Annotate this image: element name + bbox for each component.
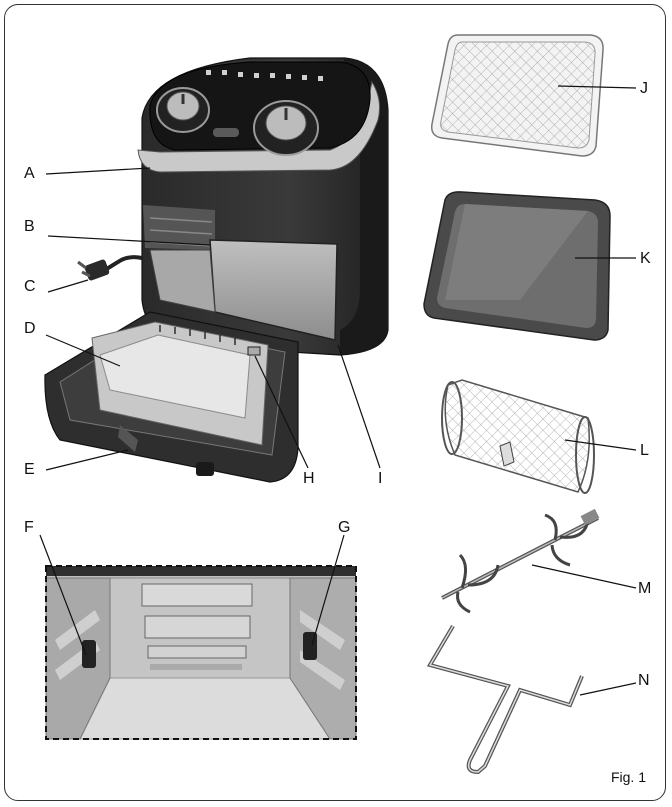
figure-frame bbox=[4, 4, 666, 801]
callout-e: E bbox=[24, 461, 35, 478]
leader-lines bbox=[39, 85, 637, 696]
figure-caption: Fig. 1 bbox=[610, 769, 646, 785]
interior-cavity-view bbox=[45, 565, 357, 740]
callout-k: K bbox=[640, 250, 651, 267]
callout-n: N bbox=[638, 672, 650, 689]
rotisserie-basket bbox=[441, 379, 595, 494]
callout-c: C bbox=[24, 278, 36, 295]
rotisserie-spit bbox=[441, 508, 600, 614]
air-fryer-body bbox=[137, 57, 389, 356]
callout-m: M bbox=[638, 580, 652, 597]
power-cord bbox=[77, 255, 143, 281]
baking-tray bbox=[423, 191, 611, 341]
callout-b: B bbox=[24, 218, 35, 235]
callout-l: L bbox=[640, 442, 649, 459]
rack-handle bbox=[426, 624, 584, 775]
callout-a: A bbox=[24, 165, 35, 182]
mesh-rack bbox=[430, 34, 604, 157]
callout-f: F bbox=[24, 519, 34, 536]
callout-j: J bbox=[640, 80, 648, 97]
callout-i: I bbox=[378, 470, 383, 487]
callout-g: G bbox=[338, 519, 351, 536]
callout-d: D bbox=[24, 320, 36, 337]
drip-tray bbox=[44, 311, 299, 483]
callout-h: H bbox=[303, 470, 315, 487]
